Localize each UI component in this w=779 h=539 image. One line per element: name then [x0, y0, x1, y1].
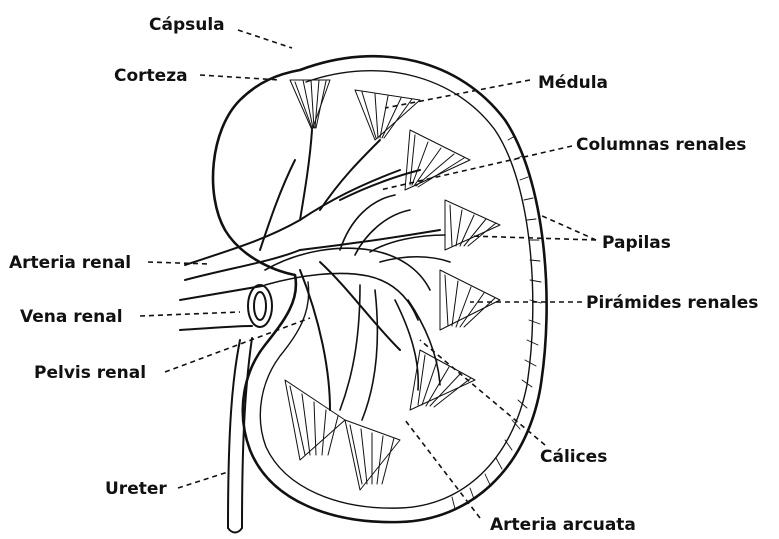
labels: Cápsula Corteza Médula Columnas renales …: [9, 15, 758, 535]
ureter: [228, 338, 252, 533]
renal-pyramids: [285, 80, 500, 490]
leader-medula: [385, 80, 530, 108]
leader-vena-renal: [140, 312, 240, 316]
label-papilas: Papilas: [602, 233, 671, 253]
label-ureter: Ureter: [105, 479, 167, 499]
leader-columnas: [380, 146, 572, 190]
label-arteria-arcuata: Arteria arcuata: [490, 515, 636, 535]
label-corteza: Corteza: [114, 66, 188, 86]
label-arteria-renal: Arteria renal: [9, 253, 131, 273]
label-piramides-renales: Pirámides renales: [586, 293, 758, 313]
label-medula: Médula: [538, 73, 608, 93]
kidney-capsule-outline: [213, 56, 547, 522]
renal-pelvis-and-calyces: [265, 195, 450, 420]
capsule-hatching: [452, 136, 541, 509]
leader-calices: [420, 340, 545, 445]
label-calices: Cálices: [540, 447, 607, 467]
leader-papilas-b: [470, 236, 596, 240]
leader-papilas-a: [540, 215, 596, 240]
label-vena-renal: Vena renal: [20, 307, 123, 327]
kidney-illustration: [180, 56, 547, 532]
leader-ureter: [178, 472, 228, 488]
renal-vein: [180, 285, 272, 330]
leader-capsula: [238, 30, 292, 48]
label-capsula: Cápsula: [149, 15, 225, 35]
leader-arteria-arcuata: [405, 420, 480, 518]
label-pelvis-renal: Pelvis renal: [34, 363, 146, 383]
leader-arteria-renal: [148, 262, 210, 264]
renal-artery-branches: [185, 130, 440, 410]
label-columnas-renales: Columnas renales: [576, 135, 746, 155]
